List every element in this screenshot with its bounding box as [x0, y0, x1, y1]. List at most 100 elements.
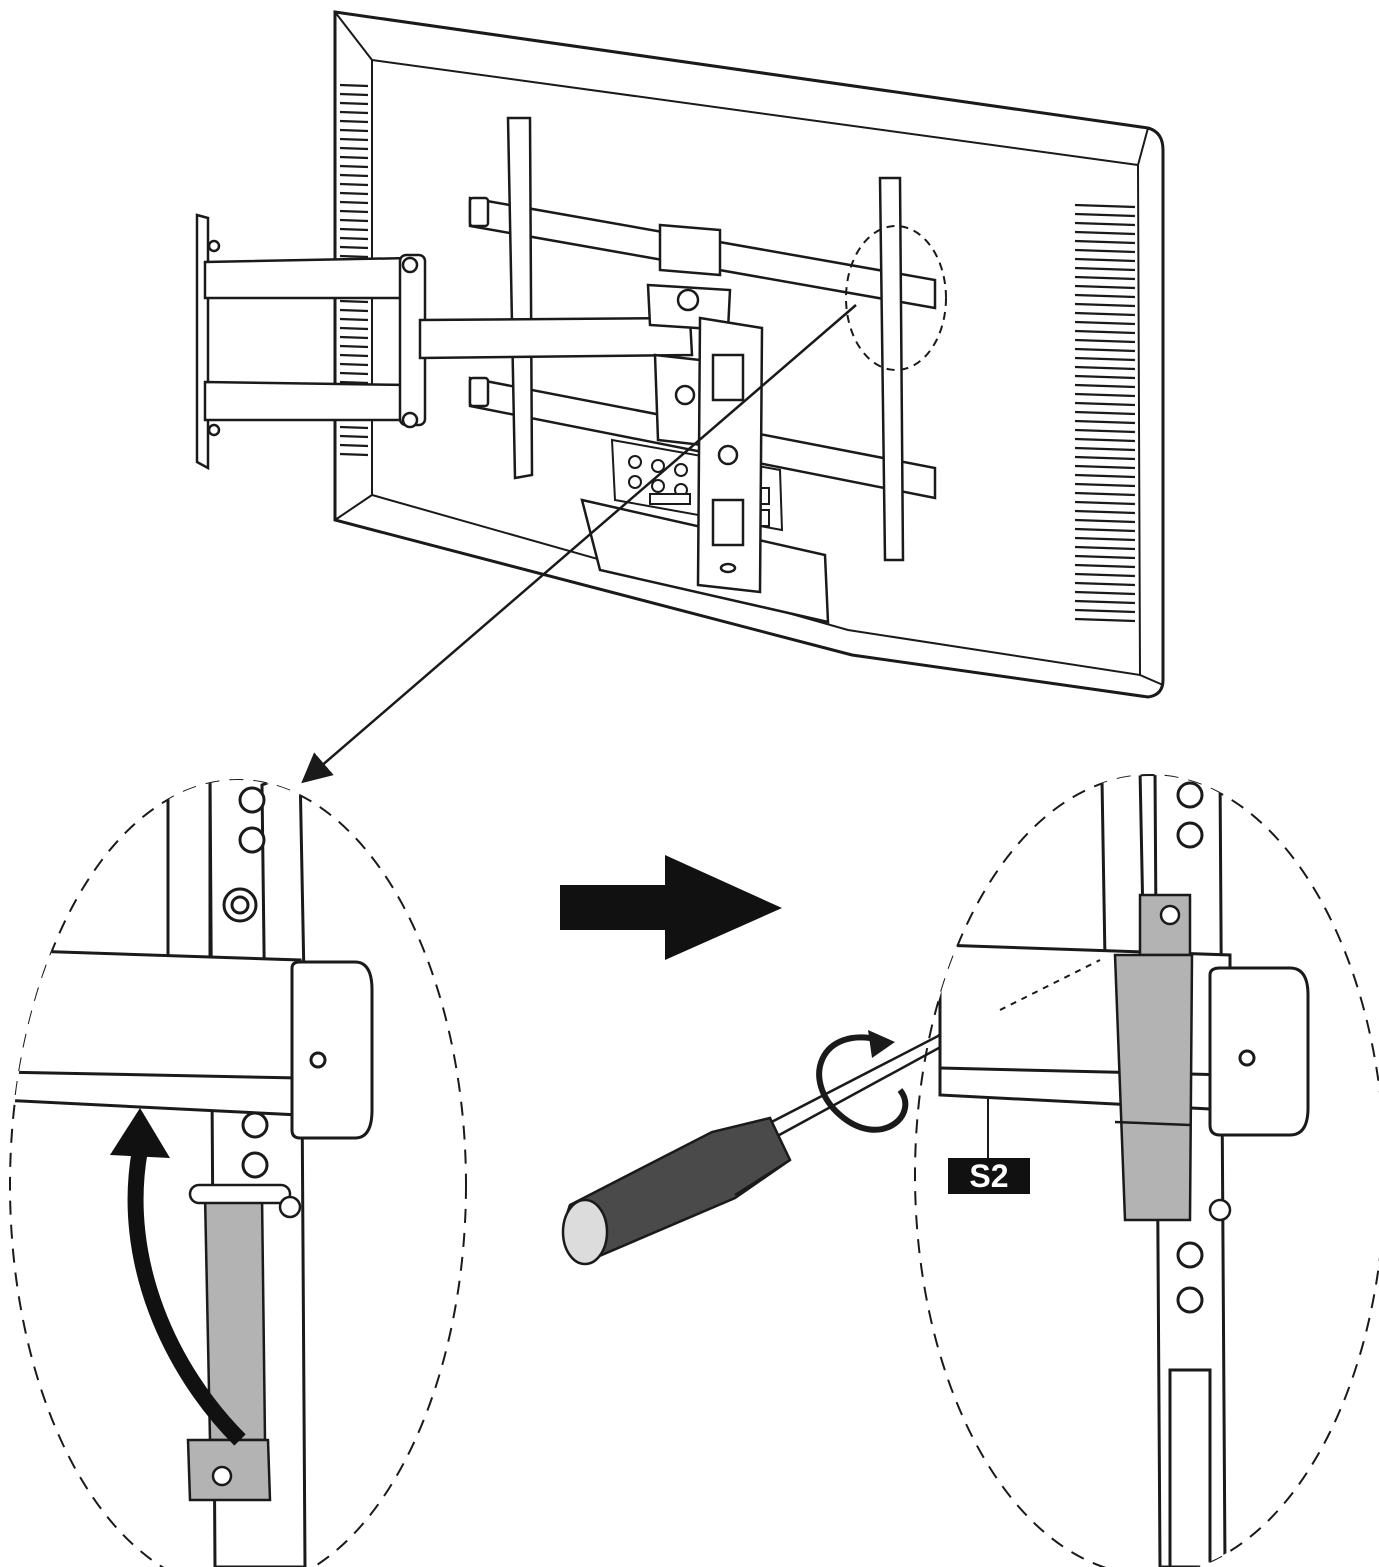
vent-slot	[1074, 293, 1136, 299]
vent-slot	[339, 182, 369, 187]
vent-slot	[339, 146, 369, 151]
vent-slot	[1074, 383, 1136, 389]
vent-slot	[1074, 491, 1136, 497]
vent-slot	[1074, 509, 1136, 515]
zoom-callout-circle	[845, 225, 947, 371]
vent-slot	[339, 101, 369, 106]
vent-slot	[339, 362, 369, 367]
rotation-arrow-icon	[816, 1034, 909, 1133]
vent-slot	[339, 110, 369, 115]
vent-slot	[1074, 275, 1136, 281]
vent-slot	[1074, 266, 1136, 272]
vent-slot	[1074, 356, 1136, 362]
vent-slot	[1074, 464, 1136, 470]
vent-slot	[339, 173, 369, 178]
vent-slot	[339, 83, 369, 88]
vent-slot	[1074, 446, 1136, 452]
vent-slot	[1074, 428, 1136, 434]
mount-center-plate	[696, 316, 764, 594]
vent-slot	[339, 452, 369, 457]
screw-label-text: S2	[969, 1158, 1008, 1194]
detail-circle-after	[914, 774, 1379, 1567]
step-arrow-right-icon	[560, 855, 782, 960]
vent-slot	[1074, 599, 1136, 605]
vent-slot	[1074, 320, 1136, 326]
vent-slot	[339, 308, 369, 313]
vent-slot	[1074, 203, 1136, 209]
vent-slot	[339, 191, 369, 196]
vent-slot	[1074, 536, 1136, 542]
vent-slot	[1074, 365, 1136, 371]
vent-slot	[1074, 221, 1136, 227]
vent-slot	[1074, 527, 1136, 533]
vent-slot	[1074, 500, 1136, 506]
vent-slot	[1074, 248, 1136, 254]
vent-slot	[1074, 419, 1136, 425]
vent-slot	[339, 380, 369, 385]
vent-slot	[1074, 392, 1136, 398]
vent-slot	[339, 335, 369, 340]
vent-slot	[339, 155, 369, 160]
vent-slot	[339, 371, 369, 376]
left-vent-grille	[339, 83, 369, 457]
vent-slot	[339, 326, 369, 331]
vent-slot	[339, 137, 369, 142]
vent-slot	[1074, 572, 1136, 578]
vent-slot	[339, 317, 369, 322]
screwdriver-icon	[561, 1030, 961, 1266]
vent-slot	[1074, 617, 1136, 623]
vent-slot	[1074, 401, 1136, 407]
right-vent-grille	[1074, 203, 1136, 623]
vent-slot	[1074, 329, 1136, 335]
vent-slot	[1074, 338, 1136, 344]
lift-arrow-icon	[127, 1148, 246, 1446]
vent-slot	[1074, 473, 1136, 479]
vent-slot	[1074, 374, 1136, 380]
vent-slot	[339, 200, 369, 205]
vent-slot	[339, 353, 369, 358]
safety-strap-right	[1113, 893, 1232, 1222]
vent-slot	[1074, 284, 1136, 290]
vent-slot	[339, 254, 369, 259]
vent-slot	[1074, 581, 1136, 587]
articulating-arm	[203, 253, 694, 429]
vent-slot	[339, 299, 369, 304]
vent-slot	[339, 245, 369, 250]
vent-slot	[1074, 455, 1136, 461]
vent-slot	[339, 119, 369, 124]
vent-slot	[339, 443, 369, 448]
vent-slot	[339, 434, 369, 439]
vent-slot	[1074, 257, 1136, 263]
vent-slot	[339, 92, 369, 97]
detail-before-contents	[10, 780, 374, 1567]
vent-slot	[1074, 608, 1136, 614]
vent-slot	[339, 425, 369, 430]
vent-slot	[1074, 437, 1136, 443]
vent-slot	[339, 209, 369, 214]
safety-strap-left	[186, 1183, 302, 1502]
vent-slot	[1074, 311, 1136, 317]
vent-slot	[1074, 302, 1136, 308]
vent-slot	[1074, 230, 1136, 236]
vent-slot	[339, 128, 369, 133]
vent-slot	[339, 164, 369, 169]
vent-slot	[1074, 590, 1136, 596]
horizontal-rail-left	[10, 948, 374, 1140]
vent-slot	[1074, 518, 1136, 524]
vent-slot	[1074, 545, 1136, 551]
vent-slot	[339, 344, 369, 349]
detail-after-contents	[938, 775, 1310, 1567]
vent-slot	[339, 218, 369, 223]
vent-slot	[1074, 554, 1136, 560]
vent-slot	[1074, 410, 1136, 416]
vent-slot	[1074, 239, 1136, 245]
screw-label-badge: S2	[948, 1158, 1030, 1194]
vent-slot	[1074, 482, 1136, 488]
wall-plate	[195, 213, 221, 471]
vent-slot	[1074, 563, 1136, 569]
vent-slot	[339, 227, 369, 232]
vent-slot	[339, 236, 369, 241]
vent-slot	[1074, 347, 1136, 353]
callout-leader-line	[301, 304, 857, 784]
